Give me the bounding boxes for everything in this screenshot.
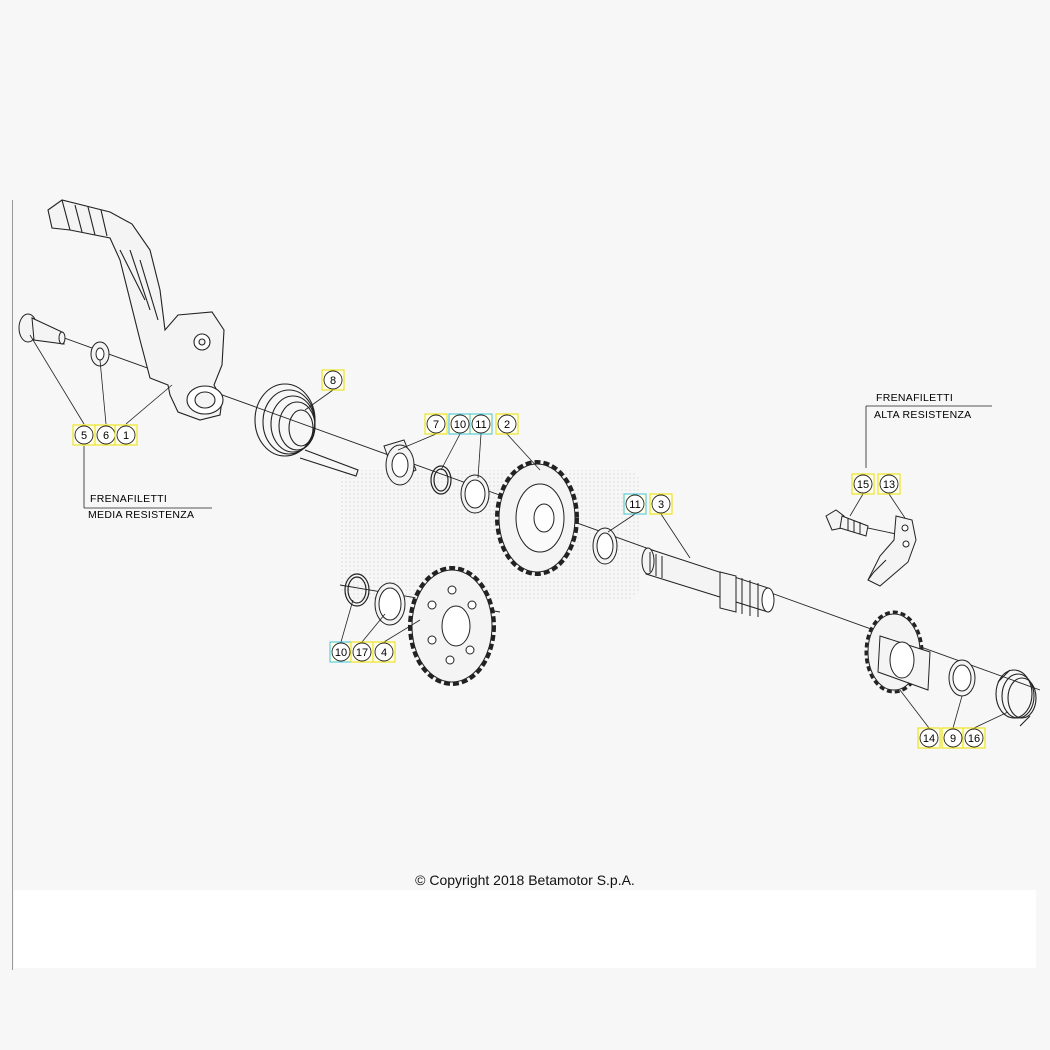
callout-label: 17 xyxy=(356,647,368,659)
note-right-line1: FRENAFILETTI xyxy=(876,392,953,404)
callout-9: 9 xyxy=(941,727,965,749)
callout-4: 4 xyxy=(372,641,396,663)
callout-11: 11 xyxy=(623,493,647,515)
note-left-line2: MEDIA RESISTENZA xyxy=(88,509,194,521)
callout-label: 13 xyxy=(883,479,895,491)
callout-label: 5 xyxy=(81,430,87,442)
callout-ring xyxy=(964,728,984,748)
callout-label: 8 xyxy=(330,375,336,387)
callout-11: 11 xyxy=(469,413,493,435)
callout-ring xyxy=(74,425,94,445)
callout-ring xyxy=(943,728,963,748)
washer-part-9 xyxy=(948,659,976,697)
callout-label: 4 xyxy=(381,647,387,659)
callout-6: 6 xyxy=(94,424,118,446)
callout-3: 3 xyxy=(649,493,673,515)
copyright-notice: © Copyright 2018 Betamotor S.p.A. xyxy=(415,872,635,888)
kickstart-lever xyxy=(47,199,225,421)
callouts: 5 6 1 8 7 10 11 2 11 3 10 17 4 15 13 14 9 16 xyxy=(72,369,986,749)
callout-label: 1 xyxy=(123,430,129,442)
callout-label: 3 xyxy=(658,499,664,511)
leader-lines xyxy=(29,334,1009,729)
callout-2: 2 xyxy=(495,413,519,435)
callout-ring xyxy=(879,474,899,494)
callout-16: 16 xyxy=(962,727,986,749)
callout-13: 13 xyxy=(877,473,901,495)
callout-17: 17 xyxy=(350,641,374,663)
bottom-band xyxy=(14,890,1036,968)
gear-part-4 xyxy=(408,566,496,686)
callout-ring xyxy=(426,414,446,434)
washer-part-11-mid xyxy=(592,527,618,565)
callout-label: 7 xyxy=(433,419,439,431)
callout-ring xyxy=(374,642,394,662)
callout-10: 10 xyxy=(329,641,353,663)
callout-15: 15 xyxy=(851,473,875,495)
callout-ring xyxy=(116,425,136,445)
callout-label: 11 xyxy=(629,499,640,511)
callout-ring xyxy=(323,370,343,390)
callout-label: 6 xyxy=(103,430,109,442)
note-left-line1: FRENAFILETTI xyxy=(90,493,167,505)
ratchet-gear-part-14 xyxy=(864,610,931,694)
spring-part-16 xyxy=(995,669,1037,727)
circlip-part-10-lower xyxy=(344,573,370,607)
callout-ring xyxy=(331,642,351,662)
callout-label: 2 xyxy=(504,419,510,431)
ratchet-part-13 xyxy=(867,515,917,587)
callout-ring xyxy=(625,494,645,514)
spring-part-8 xyxy=(254,383,359,477)
callout-ring xyxy=(471,414,491,434)
callout-ring xyxy=(352,642,372,662)
washer-part-11-upper xyxy=(460,474,490,514)
callout-label: 14 xyxy=(923,733,935,745)
bolt-part-5 xyxy=(18,313,66,345)
frame-border xyxy=(12,200,13,970)
callout-ring xyxy=(919,728,939,748)
bushing-part-7 xyxy=(383,439,417,486)
callout-label: 15 xyxy=(857,479,869,491)
callout-label: 10 xyxy=(335,647,347,659)
callout-ring xyxy=(450,414,470,434)
callout-ring xyxy=(651,494,671,514)
gear-part-2 xyxy=(495,460,579,576)
callout-label: 10 xyxy=(454,419,466,431)
circlip-part-10-upper xyxy=(430,465,452,495)
callout-label: 11 xyxy=(475,419,486,431)
washer-part-17 xyxy=(374,582,406,626)
shaft-part-3 xyxy=(641,547,775,617)
screw-part-15 xyxy=(825,509,869,537)
callout-7: 7 xyxy=(424,413,448,435)
callout-label: 16 xyxy=(968,733,980,745)
callout-1: 1 xyxy=(114,424,138,446)
callout-5: 5 xyxy=(72,424,96,446)
callout-10: 10 xyxy=(448,413,472,435)
note-right-line2: ALTA RESISTENZA xyxy=(874,409,971,421)
callout-ring xyxy=(853,474,873,494)
callout-ring xyxy=(497,414,517,434)
callout-label: 9 xyxy=(950,733,956,745)
callout-14: 14 xyxy=(917,727,941,749)
callout-8: 8 xyxy=(321,369,345,391)
note-brackets xyxy=(83,405,992,509)
